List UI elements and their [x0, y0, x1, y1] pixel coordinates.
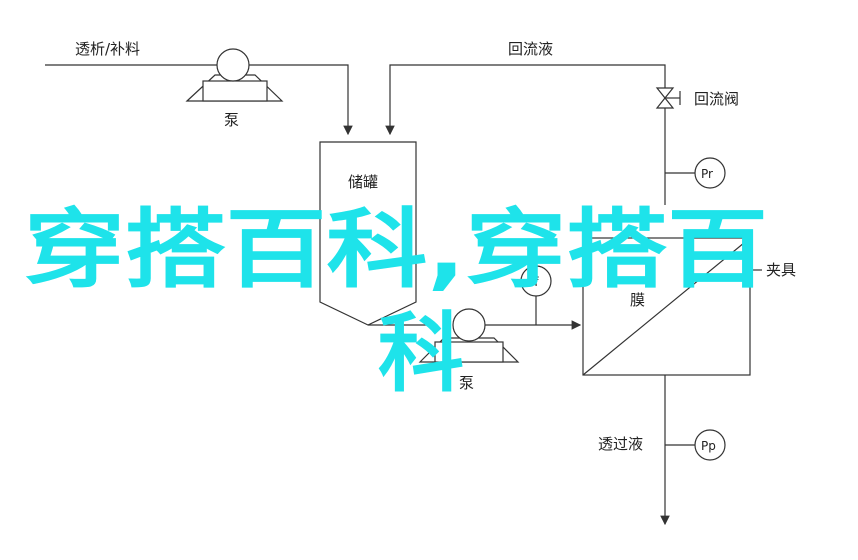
- pump-top-label: 泵: [224, 111, 239, 129]
- pressure-gauge-pf-icon: [520, 265, 552, 297]
- pressure-gauge-pp-icon: [665, 429, 726, 461]
- watermark-line-2: 科: [378, 304, 464, 404]
- fixture-label: 夹具: [766, 261, 796, 279]
- feed-line: [45, 64, 353, 136]
- feed-label: 透析/补料: [75, 40, 140, 58]
- tank-label: 储罐: [348, 173, 378, 191]
- gauge-pr-label: Pr: [701, 167, 713, 181]
- reflux-valve-icon: [655, 87, 681, 109]
- pump-bottom: [418, 308, 520, 363]
- pressure-gauge-pr-icon: [665, 157, 726, 189]
- watermark-line-1: 穿搭百科,穿搭百: [24, 200, 768, 300]
- permeate-label: 透过液: [598, 435, 643, 453]
- pump-bottom-label: 泵: [459, 374, 474, 392]
- membrane-module: [582, 237, 751, 376]
- pump-top: [185, 48, 284, 102]
- membrane-feed-line: [485, 296, 582, 330]
- membrane-label: 膜: [630, 291, 645, 309]
- reflux-valve-label: 回流阀: [694, 90, 739, 108]
- gauge-pf-label: Pf: [527, 275, 539, 289]
- storage-tank: [319, 141, 417, 326]
- gauge-pp-label: Pp: [701, 439, 716, 453]
- reflux-line: [385, 64, 666, 205]
- reflux-label: 回流液: [508, 40, 553, 58]
